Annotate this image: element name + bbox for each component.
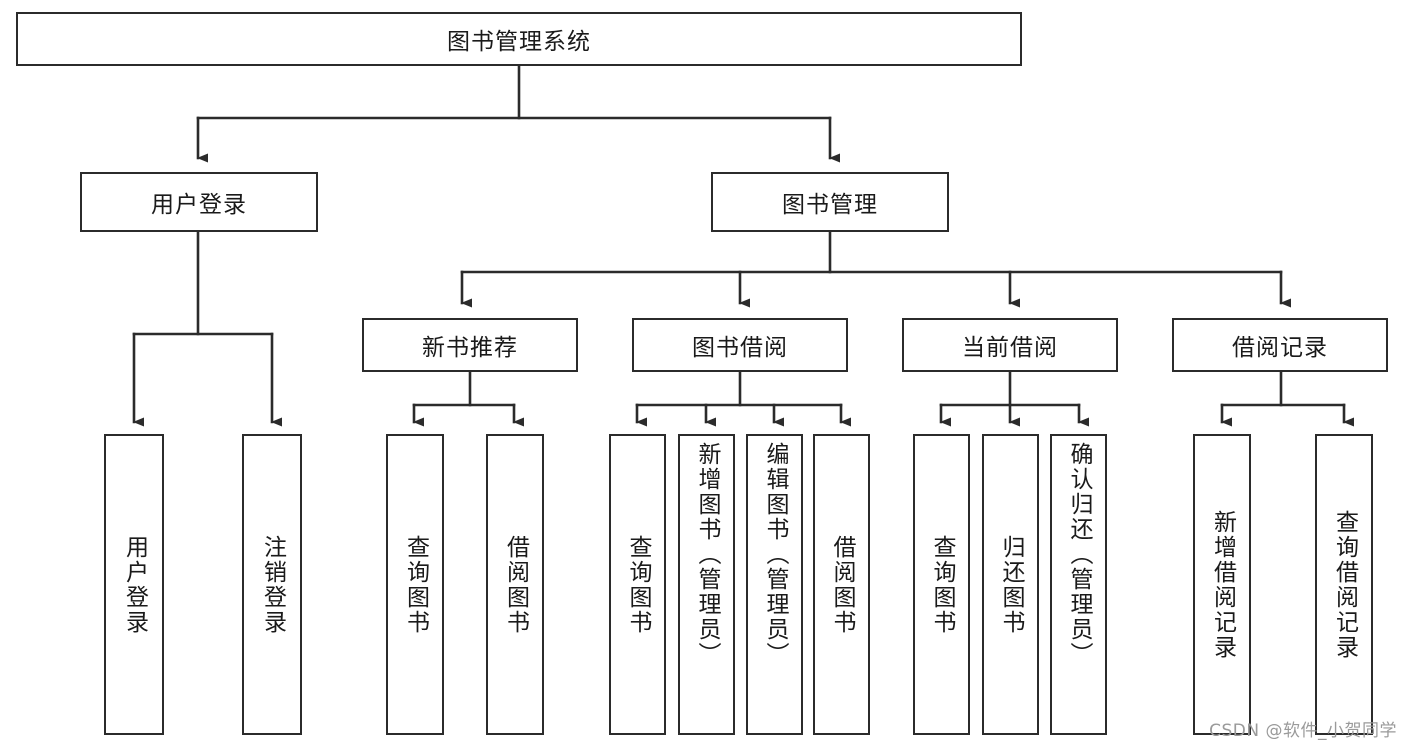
leaf-query-record[interactable]: 查询借阅记录	[1315, 434, 1373, 735]
node-new-book-recommend-label: 新书推荐	[422, 335, 518, 361]
leaf-query-book-2-label: 查询图书	[625, 534, 651, 635]
leaf-logout-login-label: 注销登录	[259, 534, 286, 635]
leaf-confirm-return-label: 确认归还（管理员）	[1066, 442, 1092, 667]
node-user-login-label: 用户登录	[151, 192, 247, 218]
leaf-borrow-book-1-label: 借阅图书	[502, 534, 529, 635]
leaf-query-book-2[interactable]: 查询图书	[609, 434, 666, 735]
leaf-user-login[interactable]: 用户登录	[104, 434, 164, 735]
leaf-add-record-label: 新增借阅记录	[1209, 509, 1236, 660]
leaf-query-record-label: 查询借阅记录	[1331, 509, 1358, 660]
node-borrow-record[interactable]: 借阅记录	[1172, 318, 1388, 372]
node-root-label: 图书管理系统	[447, 29, 591, 55]
leaf-query-book-1-label: 查询图书	[402, 534, 429, 635]
leaf-add-record[interactable]: 新增借阅记录	[1193, 434, 1251, 735]
node-current-borrow[interactable]: 当前借阅	[902, 318, 1118, 372]
node-book-borrow-label: 图书借阅	[692, 335, 788, 361]
leaf-borrow-book-2[interactable]: 借阅图书	[813, 434, 870, 735]
leaf-borrow-book-2-label: 借阅图书	[829, 534, 855, 635]
node-current-borrow-label: 当前借阅	[962, 335, 1058, 361]
leaf-query-book-1[interactable]: 查询图书	[386, 434, 444, 735]
leaf-add-book[interactable]: 新增图书（管理员）	[678, 434, 735, 735]
node-book-management[interactable]: 图书管理	[711, 172, 949, 232]
node-book-management-label: 图书管理	[782, 192, 878, 218]
leaf-edit-book[interactable]: 编辑图书（管理员）	[746, 434, 803, 735]
node-root[interactable]: 图书管理系统	[16, 12, 1022, 66]
leaf-confirm-return[interactable]: 确认归还（管理员）	[1050, 434, 1107, 735]
leaf-edit-book-label: 编辑图书（管理员）	[762, 442, 788, 667]
leaf-add-book-label: 新增图书（管理员）	[694, 442, 720, 667]
leaf-query-book-3[interactable]: 查询图书	[913, 434, 970, 735]
leaf-borrow-book-1[interactable]: 借阅图书	[486, 434, 544, 735]
leaf-return-book[interactable]: 归还图书	[982, 434, 1039, 735]
node-borrow-record-label: 借阅记录	[1232, 335, 1328, 361]
node-book-borrow[interactable]: 图书借阅	[632, 318, 848, 372]
leaf-logout-login[interactable]: 注销登录	[242, 434, 302, 735]
node-new-book-recommend[interactable]: 新书推荐	[362, 318, 578, 372]
leaf-query-book-3-label: 查询图书	[929, 534, 955, 635]
leaf-return-book-label: 归还图书	[998, 534, 1024, 635]
node-user-login[interactable]: 用户登录	[80, 172, 318, 232]
leaf-user-login-label: 用户登录	[121, 534, 148, 635]
